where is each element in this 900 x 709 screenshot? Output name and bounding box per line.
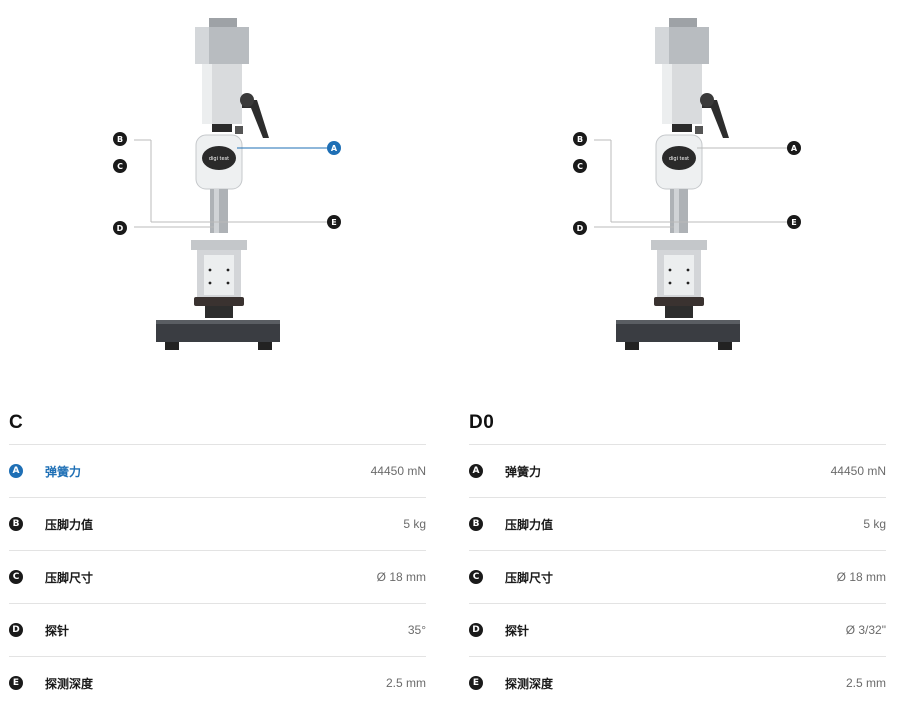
badge-c: C bbox=[469, 570, 483, 584]
svg-text:A: A bbox=[791, 144, 798, 153]
callout-a[interactable]: A bbox=[327, 141, 341, 155]
badge-c: C bbox=[9, 570, 23, 584]
panel-c: digi test A B C bbox=[9, 0, 435, 706]
badge-b: B bbox=[469, 517, 483, 531]
svg-text:E: E bbox=[791, 218, 796, 227]
spec-value: Ø 18 mm bbox=[376, 570, 426, 584]
spec-row-indenter[interactable]: D 探针 35° bbox=[9, 603, 426, 656]
device-logo: digi test bbox=[669, 156, 689, 162]
spec-row-presser-size[interactable]: C 压脚尺寸 Ø 18 mm bbox=[9, 550, 426, 603]
spec-label: 探针 bbox=[45, 623, 70, 638]
callout-e[interactable]: E bbox=[787, 215, 801, 229]
callout-b[interactable]: B bbox=[113, 132, 127, 146]
spec-label: 弹簧力 bbox=[505, 464, 542, 479]
svg-text:B: B bbox=[577, 135, 583, 144]
spec-label: 压脚力值 bbox=[505, 517, 554, 532]
panel-title: C bbox=[9, 412, 24, 433]
callout-c[interactable]: C bbox=[573, 159, 587, 173]
device-logo: digi test bbox=[209, 156, 229, 162]
callout-d[interactable]: D bbox=[113, 221, 127, 235]
panel-d0: digi test A B C D bbox=[469, 0, 895, 706]
spec-value: Ø 18 mm bbox=[836, 570, 886, 584]
badge-e: E bbox=[469, 676, 483, 690]
spec-row-depth[interactable]: E 探测深度 2.5 mm bbox=[469, 656, 886, 709]
spec-label: 探测深度 bbox=[505, 676, 554, 691]
spec-label: 弹簧力 bbox=[45, 464, 82, 479]
callout-e[interactable]: E bbox=[327, 215, 341, 229]
spec-value: 5 kg bbox=[863, 517, 886, 531]
spec-row-spring-force[interactable]: A 弹簧力 44450 mN bbox=[9, 444, 426, 497]
spec-value: 2.5 mm bbox=[385, 676, 426, 690]
svg-text:B: B bbox=[117, 135, 123, 144]
spec-label: 探针 bbox=[505, 623, 530, 638]
spec-label: 探测深度 bbox=[45, 676, 94, 691]
spec-row-presser-force[interactable]: B 压脚力值 5 kg bbox=[469, 497, 886, 550]
spec-label: 压脚尺寸 bbox=[45, 570, 94, 585]
callout-a[interactable]: A bbox=[787, 141, 801, 155]
svg-text:D: D bbox=[117, 224, 124, 233]
spec-value: 44450 mN bbox=[370, 464, 426, 478]
durometer-illustration: digi test A B C bbox=[113, 18, 341, 350]
badge-a: A bbox=[469, 464, 483, 478]
spec-list: A 弹簧力 44450 mN B 压脚力值 5 kg C 压脚尺寸 Ø 18 m… bbox=[9, 444, 426, 709]
badge-d: D bbox=[9, 623, 23, 637]
badge-e: E bbox=[9, 676, 23, 690]
spec-row-spring-force[interactable]: A 弹簧力 44450 mN bbox=[469, 444, 886, 497]
spec-row-indenter[interactable]: D 探针 Ø 3/32" bbox=[469, 603, 886, 656]
spec-row-depth[interactable]: E 探测深度 2.5 mm bbox=[9, 656, 426, 709]
svg-text:C: C bbox=[117, 162, 123, 171]
badge-d: D bbox=[469, 623, 483, 637]
spec-value: 44450 mN bbox=[830, 464, 886, 478]
spec-value: Ø 3/32" bbox=[845, 623, 886, 637]
spec-value: 5 kg bbox=[403, 517, 426, 531]
callout-c[interactable]: C bbox=[113, 159, 127, 173]
svg-text:D: D bbox=[577, 224, 584, 233]
spec-label: 压脚力值 bbox=[45, 517, 94, 532]
callout-b[interactable]: B bbox=[573, 132, 587, 146]
spec-label: 压脚尺寸 bbox=[505, 570, 554, 585]
svg-text:A: A bbox=[331, 144, 338, 153]
badge-b: B bbox=[9, 517, 23, 531]
badge-a: A bbox=[9, 464, 23, 478]
spec-value: 35° bbox=[407, 623, 426, 637]
svg-text:C: C bbox=[577, 162, 583, 171]
svg-text:E: E bbox=[331, 218, 336, 227]
spec-value: 2.5 mm bbox=[845, 676, 886, 690]
panel-title: D0 bbox=[469, 412, 495, 433]
durometer-illustration: digi test A B C D bbox=[573, 18, 801, 350]
spec-list: A 弹簧力 44450 mN B 压脚力值 5 kg C 压脚尺寸 Ø 18 m… bbox=[469, 444, 886, 709]
spec-row-presser-size[interactable]: C 压脚尺寸 Ø 18 mm bbox=[469, 550, 886, 603]
spec-row-presser-force[interactable]: B 压脚力值 5 kg bbox=[9, 497, 426, 550]
callout-d[interactable]: D bbox=[573, 221, 587, 235]
